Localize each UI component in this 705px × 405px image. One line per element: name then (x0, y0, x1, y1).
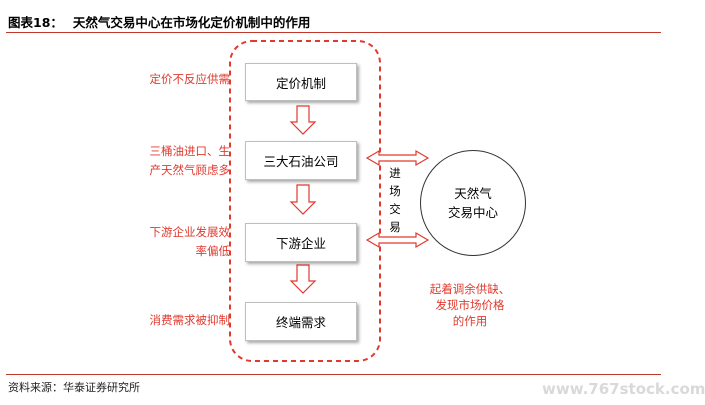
side-label-line: 三桶油进口、生 (149, 144, 231, 158)
down-arrow-2 (289, 184, 317, 215)
trade-label-char: 进 (389, 166, 401, 180)
side-label-line: 定价不反应供需 (149, 72, 231, 86)
chain-box-label: 下游企业 (275, 236, 326, 251)
chain-box-label: 终端需求 (275, 315, 326, 330)
down-arrow-3 (289, 264, 317, 294)
trading-center-line: 交易中心 (447, 205, 498, 220)
chain-box-downstream: 下游企业 (245, 223, 357, 262)
chain-box-terminal-demand: 终端需求 (245, 302, 357, 341)
chain-box-label: 三大石油公司 (263, 154, 339, 169)
figure-title: 图表18： 天然气交易中心在市场化定价机制中的作用 (8, 12, 310, 31)
bottom-rule (6, 374, 661, 375)
side-label-line: 下游企业发展效 (149, 225, 231, 239)
diagram-canvas (229, 40, 430, 362)
trading-center-line: 天然气 (454, 186, 492, 201)
double-arrow-lower (365, 231, 430, 249)
top-rule (6, 32, 661, 33)
side-label-line: 消费需求被抑制 (149, 313, 231, 327)
down-arrow-1 (289, 105, 317, 135)
side-label-downstream: 下游企业发展效 率偏低 (120, 223, 231, 261)
watermark-text: www.767stock.com (542, 380, 705, 398)
trade-label-char: 易 (389, 220, 401, 234)
chain-box-label: 定价机制 (275, 75, 326, 91)
note-line: 的作用 (452, 314, 488, 328)
figure-label: 图表18： (8, 15, 63, 30)
trade-label-vertical: 进 场 交 易 (387, 164, 403, 236)
trading-center-note: 起着调余供缺、 发现市场价格 的作用 (410, 281, 530, 329)
double-arrow-upper (365, 149, 430, 167)
chain-box-oil-companies: 三大石油公司 (245, 141, 357, 180)
figure-description: 天然气交易中心在市场化定价机制中的作用 (72, 15, 311, 30)
trade-label-char: 交 (389, 202, 401, 216)
note-line: 起着调余供缺、 (429, 282, 511, 296)
note-line: 发现市场价格 (435, 298, 505, 312)
side-label-oil-companies: 三桶油进口、生 产天然气顾虑多 (120, 142, 231, 180)
source-note: 资料来源：华泰证券研究所 (8, 381, 140, 394)
side-label-line: 率偏低 (195, 244, 231, 258)
trading-center-circle: 天然气 交易中心 (420, 150, 526, 256)
chain-box-pricing: 定价机制 (245, 63, 357, 101)
side-label-terminal-demand: 消费需求被抑制 (120, 311, 231, 330)
side-label-pricing: 定价不反应供需 (120, 70, 231, 89)
dashed-container (229, 40, 381, 362)
trade-label-char: 场 (389, 184, 401, 198)
side-label-line: 产天然气顾虑多 (149, 163, 231, 177)
